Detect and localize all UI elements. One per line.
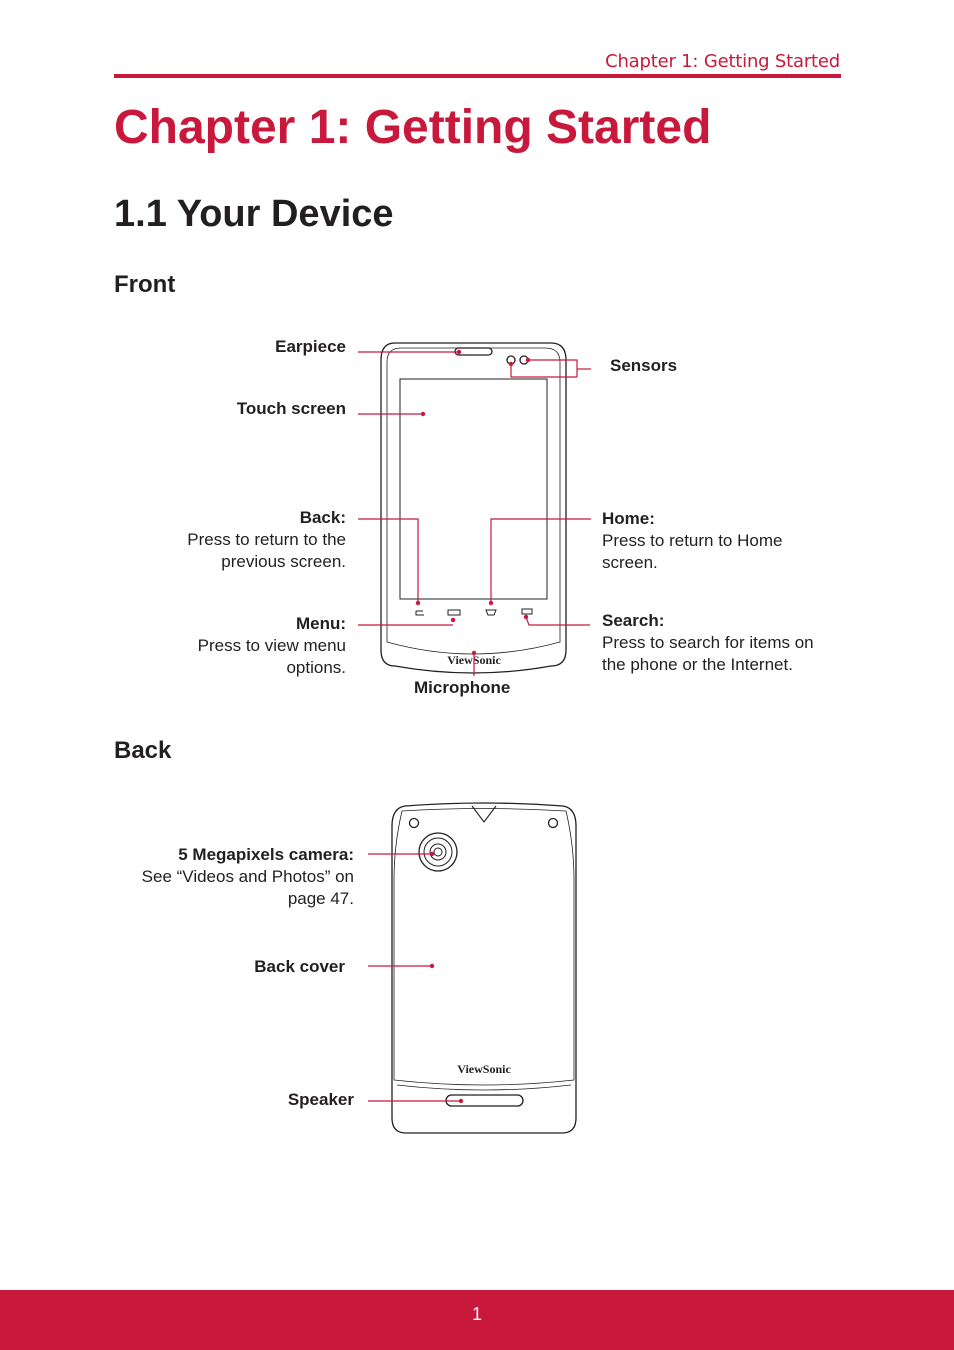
menu-key-desc-1: Press to view menu — [197, 636, 346, 655]
back-cover-label: Back cover — [254, 957, 345, 976]
back-key-desc-2: previous screen. — [221, 552, 346, 571]
menu-key-desc-2: options. — [286, 658, 346, 677]
camera-label: 5 Megapixels camera: See “Videos and Pho… — [142, 844, 354, 910]
camera-desc-2: page 47. — [287, 889, 354, 908]
section-title: 1.1 Your Device — [114, 193, 394, 235]
front-heading: Front — [114, 271, 176, 298]
touch-screen-label: Touch screen — [236, 399, 346, 418]
earpiece-label: Earpiece — [275, 337, 346, 356]
back-brand-logo: ViewSonic — [457, 1062, 511, 1076]
menu-key-label: Menu: Press to view menu options. — [198, 613, 346, 679]
search-key-desc-2: the phone or the Internet. — [602, 655, 793, 674]
running-head: Chapter 1: Getting Started — [605, 51, 840, 72]
home-key-desc-2: screen. — [602, 553, 658, 572]
home-key-label: Home: Press to return to Home screen. — [602, 508, 782, 574]
microphone-label: Microphone — [414, 678, 511, 697]
camera-title: 5 Megapixels camera: — [178, 845, 354, 864]
chapter-title: Chapter 1: Getting Started — [114, 101, 712, 154]
search-key-title: Search: — [602, 611, 665, 630]
back-heading: Back — [114, 737, 172, 764]
header-rule — [114, 74, 841, 78]
back-key-label: Back: Press to return to the previous sc… — [187, 507, 346, 573]
camera-desc-1: See “Videos and Photos” on — [141, 867, 354, 886]
menu-key-title: Menu: — [295, 614, 346, 633]
search-key-desc-1: Press to search for items on — [602, 633, 814, 652]
search-key-label: Search: Press to search for items on the… — [602, 610, 814, 676]
back-key-title: Back: — [299, 508, 346, 527]
sensors-label: Sensors — [610, 356, 678, 375]
page-number: 1 — [471, 1304, 482, 1324]
speaker-label: Speaker — [287, 1090, 354, 1109]
home-key-title: Home: — [602, 509, 655, 528]
footer-band — [0, 1290, 954, 1350]
back-key-desc-1: Press to return to the — [187, 530, 346, 549]
home-key-desc-1: Press to return to Home — [602, 531, 783, 550]
